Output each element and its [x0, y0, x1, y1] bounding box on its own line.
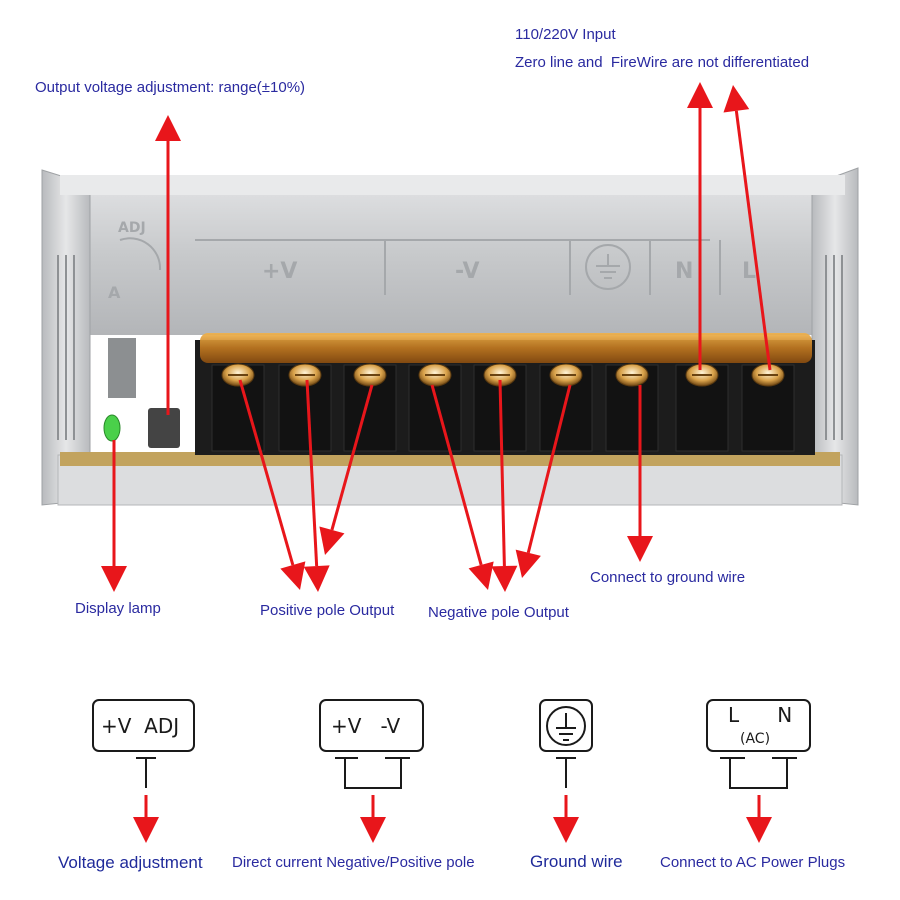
arrow-positive-1: [238, 379, 306, 590]
symbol-box-adj-text: +V ADJ: [101, 714, 179, 738]
symbol-box-ac: [706, 699, 811, 752]
arrow-input-n-up: [687, 82, 713, 370]
metal-casing: [60, 175, 845, 335]
arrow-positive-2: [303, 379, 330, 592]
display-lamp-label: Display lamp: [75, 600, 161, 617]
arrow-ground: [627, 385, 653, 562]
arrow-symbol-ground: [553, 795, 579, 843]
arrow-symbol-adj: [133, 795, 159, 843]
power-supply-unit: ADJ A +V -V N L: [41, 167, 859, 506]
symbol-box-ac-text: L N: [728, 703, 792, 727]
arrow-positive-3: [319, 384, 374, 555]
caption-voltage-adjustment: Voltage adjustment: [58, 853, 203, 872]
positive-output-label: Positive pole Output: [260, 602, 395, 619]
terminal-cover: [200, 333, 812, 363]
symbol-legend: [92, 699, 811, 789]
a-marking: A: [108, 283, 121, 302]
arrow-negative-1: [430, 384, 494, 590]
arrow-adjust-up: [155, 115, 181, 415]
symbol-box-dc: [319, 699, 424, 752]
annotation-arrows: [101, 82, 772, 843]
arrow-symbol-ac: [746, 795, 772, 843]
n-marking: N: [675, 259, 693, 284]
input-label-line1: 110/220V Input: [515, 26, 616, 43]
symbol-box-ac-subtext: (AC): [740, 731, 770, 747]
arrow-symbol-dc: [360, 795, 386, 843]
arrow-negative-2: [491, 379, 518, 592]
arrow-negative-3: [515, 384, 572, 578]
terminal-slot: [605, 364, 659, 452]
adjust-range-label: Output voltage adjustment: range(±10%): [35, 79, 306, 96]
plus-v-marking: +V: [262, 259, 297, 284]
caption-dc-pole: Direct current Negative/Positive pole: [232, 854, 475, 871]
symbol-box-adj: [92, 699, 195, 752]
ground-connect-label: Connect to ground wire: [590, 569, 746, 586]
arrow-input-l-up: [723, 85, 772, 371]
caption-ac-plugs: Connect to AC Power Plugs: [660, 854, 846, 871]
adjustment-potentiometer[interactable]: [148, 408, 180, 448]
display-lamp-led: [103, 414, 121, 442]
minus-v-marking: -V: [455, 259, 480, 284]
negative-output-label: Negative pole Output: [428, 604, 569, 621]
symbol-box-dc-text: +V -V: [331, 714, 401, 738]
adj-marking: ADJ: [118, 220, 146, 236]
input-label-line2: Zero line and FireWire are not different…: [515, 54, 810, 71]
l-marking: L: [742, 259, 756, 284]
caption-ground-wire: Ground wire: [530, 852, 623, 871]
arrow-display-lamp: [101, 440, 127, 592]
symbol-box-ground: [539, 699, 593, 752]
